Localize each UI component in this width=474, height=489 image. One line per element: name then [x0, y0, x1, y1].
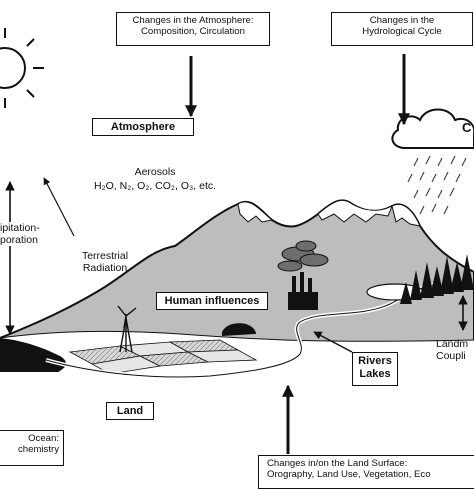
cut-off-label: C	[462, 120, 472, 135]
ocean-box: Ocean: chemistry	[0, 430, 64, 466]
ocean-area	[0, 338, 66, 372]
factory-icon	[288, 272, 318, 310]
forest-icon	[400, 254, 474, 304]
land-surface	[0, 199, 474, 474]
precipitation-line2: poration	[0, 234, 38, 246]
hydro-changes-line2: Hydrological Cycle	[362, 26, 442, 37]
land-changes-line1: Changes in/on the Land Surface:	[267, 458, 408, 469]
car-icon	[222, 323, 256, 336]
atmosphere-changes-line2: Composition, Circulation	[141, 26, 245, 37]
rivers-lakes-box: Rivers Lakes	[352, 352, 398, 386]
hydro-changes-line1: Changes in the	[369, 15, 435, 26]
cloud-icon	[391, 108, 474, 149]
land-coupling-line2: Coupli	[436, 350, 466, 362]
atmosphere-changes-box: Changes in the Atmosphere: Composition, …	[116, 12, 270, 46]
smoke-icon	[277, 240, 329, 272]
gases-label: H₂O, N₂, O₂, CO₂, O₃, etc.	[93, 180, 217, 192]
atmosphere-label: Atmosphere	[92, 118, 194, 136]
rain-icon	[407, 155, 467, 215]
land-changes-line2: Orography, Land Use, Vegetation, Eco	[267, 469, 431, 480]
land-label: Land	[106, 402, 154, 420]
climate-system-diagram: Changes in the Atmosphere: Composition, …	[0, 12, 474, 489]
terrestrial-radiation-line2: Radiation	[82, 262, 128, 274]
ocean-line1: Ocean:	[28, 433, 59, 444]
hydro-changes-box: Changes in the Hydrological Cycle	[331, 12, 473, 46]
atmosphere-changes-line1: Changes in the Atmosphere:	[132, 15, 254, 26]
windmill-icon	[117, 305, 137, 353]
aerosols-label: Aerosols	[134, 166, 176, 178]
land-changes-box: Changes in/on the Land Surface: Orograph…	[258, 455, 474, 489]
terrestrial-radiation-line1: Terrestrial	[81, 250, 129, 262]
land-coupling-line1: Landm	[436, 338, 469, 350]
ocean-line2: chemistry	[17, 444, 59, 455]
rivers-label: Rivers	[358, 355, 392, 367]
human-influences-label: Human influences	[156, 292, 268, 310]
precipitation-line1: ipitation-	[0, 222, 40, 234]
sun-icon	[0, 28, 44, 108]
lakes-label: Lakes	[359, 368, 391, 380]
rivers-arrow	[313, 331, 353, 353]
terrestrial-radiation-arrow	[43, 177, 75, 237]
